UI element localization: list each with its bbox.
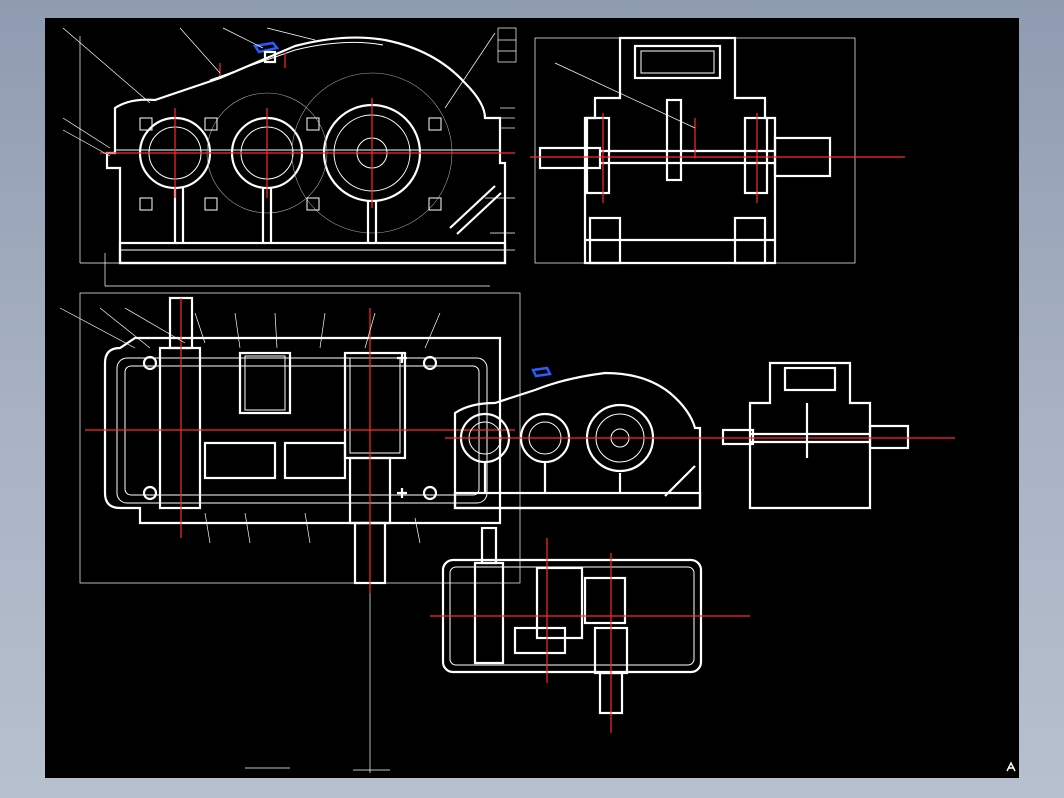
- thumbnail-top: [430, 526, 750, 733]
- side-view-section: [530, 36, 905, 265]
- top-view-section: [59, 292, 521, 773]
- thumbnail-front: [445, 366, 715, 510]
- drawing-canvas: [45, 18, 1019, 778]
- drawing-sheet: [59, 27, 955, 773]
- cad-logo-icon: [1006, 761, 1016, 772]
- thumbnail-side: [715, 361, 955, 510]
- front-view-elevation: [62, 27, 517, 287]
